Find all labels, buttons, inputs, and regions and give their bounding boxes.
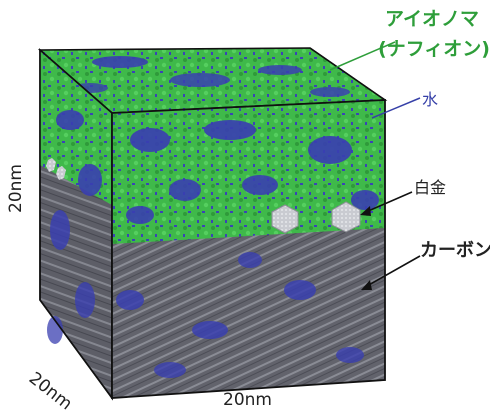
dimension-label-width: 20nm xyxy=(223,390,272,410)
annotation-leaders xyxy=(329,41,421,290)
cube-top-face xyxy=(37,47,388,114)
platinum-particle xyxy=(271,204,299,234)
dimension-label-height: 20nm xyxy=(5,164,26,213)
label-ionomer: アイオノマ xyxy=(385,8,480,30)
platinum-particle xyxy=(331,201,361,233)
cube-front-face xyxy=(111,99,386,399)
label-nafion: (ナフィオン) xyxy=(378,38,490,60)
label-carbon: カーボン xyxy=(420,240,490,261)
label-platinum: 白金 xyxy=(414,178,447,197)
label-water: 水 xyxy=(422,90,439,109)
cube-left-face xyxy=(39,48,113,401)
